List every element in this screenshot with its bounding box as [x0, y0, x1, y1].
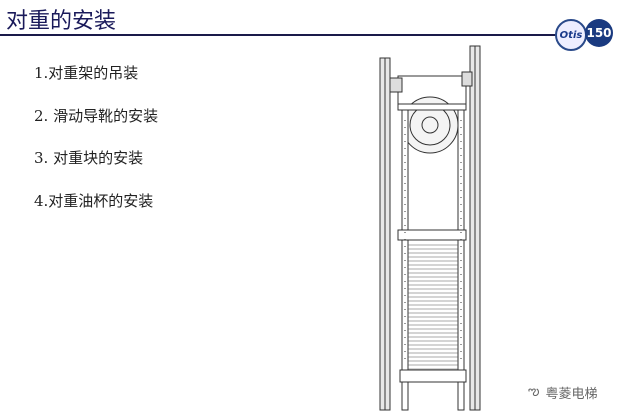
wechat-icon: ఌ: [528, 383, 540, 399]
list-item: 1.对重架的吊装: [34, 64, 139, 82]
counterweight-drawing: [379, 45, 481, 411]
list-item: 3. 对重块的安装: [34, 149, 144, 167]
title-divider: [0, 34, 558, 36]
watermark-text: 粤菱电梯: [545, 387, 598, 402]
anniversary-logo: 150: [585, 19, 613, 47]
step-list: 1.对重架的吊装 2. 滑动导靴的安装 3. 对重块的安装 4.对重油杯的安装: [34, 62, 158, 232]
slide-title: 对重的安装: [6, 9, 117, 34]
watermark: ఌ 粤菱电梯: [528, 383, 598, 403]
list-item: 2. 滑动导靴的安装: [34, 106, 159, 125]
otis-logo: Otis: [555, 19, 587, 51]
list-item: 4.对重油杯的安装: [34, 191, 154, 210]
